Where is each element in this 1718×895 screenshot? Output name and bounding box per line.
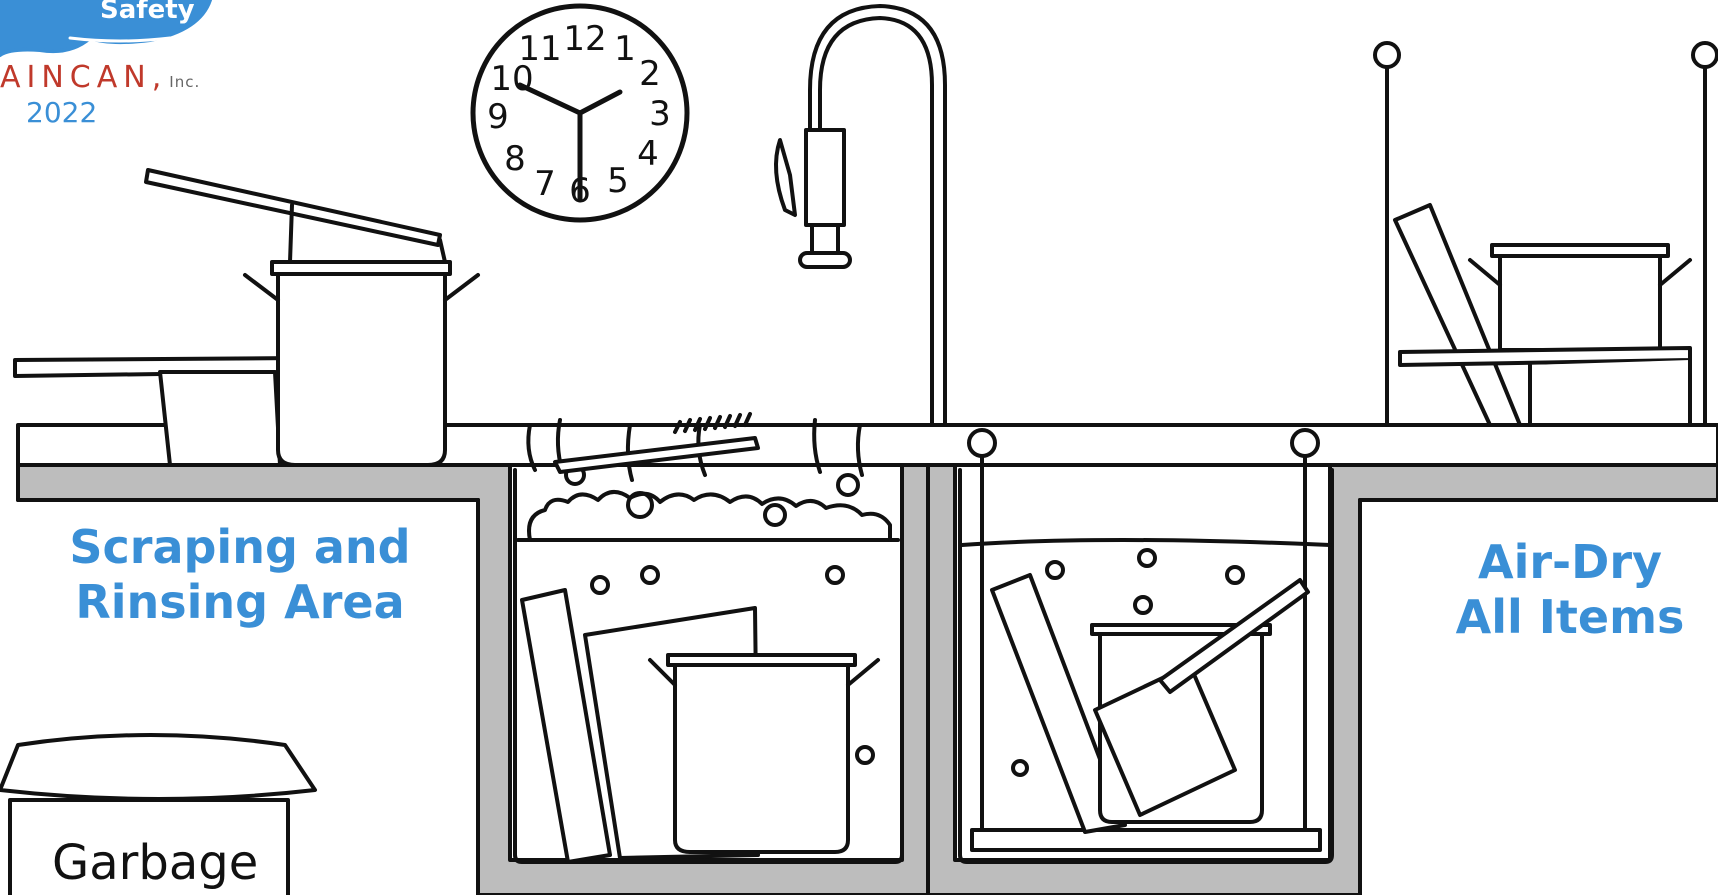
logo-banner-text: Safety — [100, 0, 195, 25]
clock-number: 6 — [569, 171, 591, 211]
clock-number: 5 — [607, 161, 629, 201]
scraping-items — [15, 170, 478, 465]
faucet — [776, 6, 945, 425]
logo-company-suffix: Inc. — [169, 73, 200, 91]
logo-company-name: AINCAN — [0, 60, 152, 95]
airdry-label-line2: All Items — [1420, 590, 1718, 645]
logo-year: 2022 — [26, 96, 97, 129]
logo-company: AINCAN,Inc. — [0, 60, 200, 95]
scraping-label-line2: Rinsing Area — [60, 575, 420, 630]
scraping-label-line1: Scraping and — [60, 520, 420, 575]
clock-number: 8 — [504, 139, 526, 179]
clock-number: 4 — [637, 134, 659, 174]
clock-number: 9 — [487, 97, 509, 137]
airdry-label-line1: Air-Dry — [1420, 535, 1718, 590]
clock-number: 1 — [614, 29, 636, 69]
clock-number: 3 — [649, 94, 671, 134]
air-dry-label: Air-Dry All Items — [1420, 535, 1718, 645]
clock-number: 12 — [563, 19, 606, 59]
clock-number: 2 — [639, 54, 661, 94]
scraping-area-label: Scraping and Rinsing Area — [60, 520, 420, 630]
clock-number: 7 — [534, 164, 556, 204]
drying-rack — [1375, 43, 1717, 425]
clock-number: 11 — [518, 29, 561, 69]
garbage-label: Garbage — [52, 835, 258, 891]
